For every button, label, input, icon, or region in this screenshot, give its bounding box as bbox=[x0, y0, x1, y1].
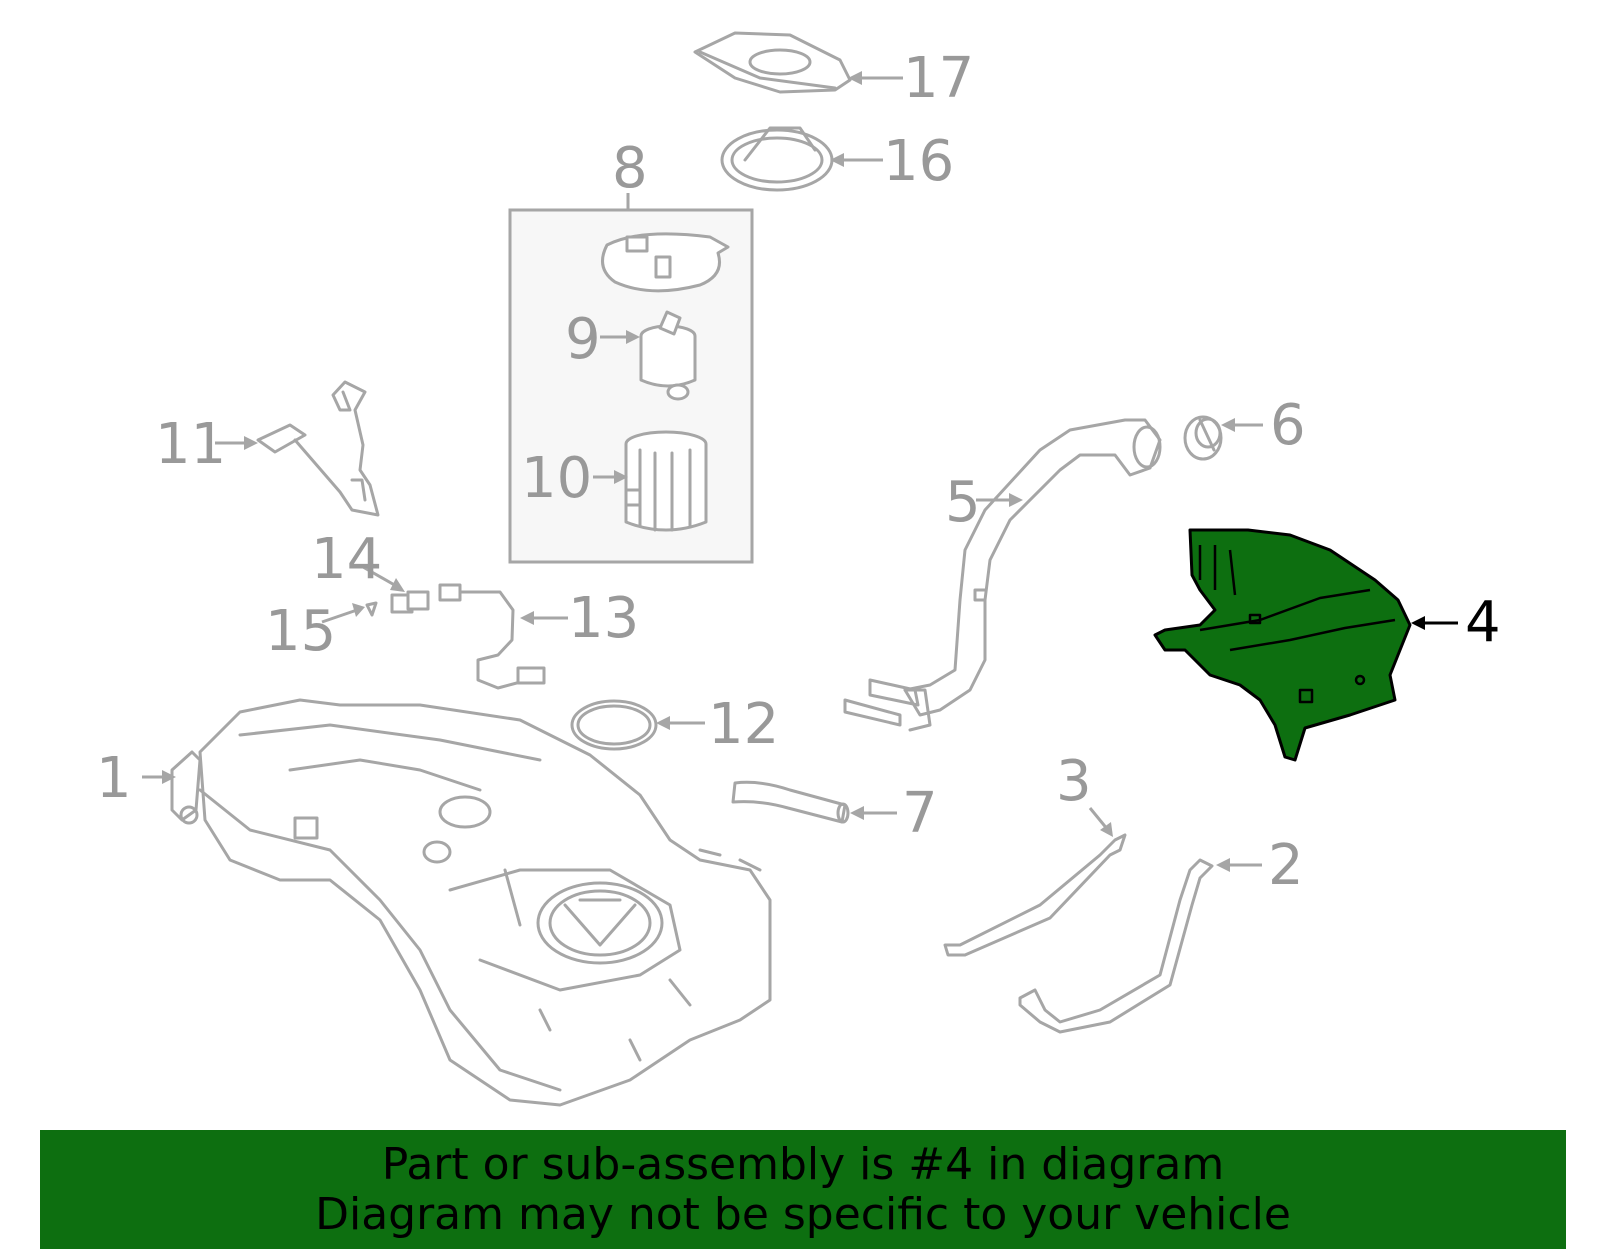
callout-3: 3 bbox=[1056, 749, 1092, 814]
part-3-strap[interactable] bbox=[943, 833, 1127, 957]
part-6-cap[interactable] bbox=[1183, 415, 1223, 461]
callout-2: 2 bbox=[1268, 833, 1304, 898]
part-9-pump[interactable] bbox=[639, 310, 697, 401]
part-10-reservoir[interactable] bbox=[624, 430, 708, 532]
callout-17: 17 bbox=[903, 46, 974, 111]
part-12-o-ring[interactable] bbox=[570, 699, 658, 751]
callout-5: 5 bbox=[945, 470, 981, 535]
part-8-flange[interactable] bbox=[601, 232, 730, 293]
part-17-plate[interactable] bbox=[693, 31, 852, 94]
banner-line-1: Part or sub-assembly is #4 in diagram bbox=[381, 1139, 1225, 1190]
part-7-hose[interactable] bbox=[731, 780, 850, 824]
callout-10: 10 bbox=[521, 446, 592, 511]
part-11-sender[interactable] bbox=[256, 380, 380, 517]
part-16-lock-ring[interactable] bbox=[720, 126, 834, 192]
part-13-harness[interactable] bbox=[438, 583, 546, 690]
part-2-strap[interactable] bbox=[1018, 858, 1214, 1034]
callout-13: 13 bbox=[568, 586, 639, 651]
part-15-clip[interactable] bbox=[365, 601, 378, 617]
callout-7: 7 bbox=[902, 781, 938, 846]
callout-1: 1 bbox=[96, 746, 132, 811]
callout-11: 11 bbox=[155, 412, 226, 477]
callout-6: 6 bbox=[1270, 393, 1306, 458]
part-5-filler-neck[interactable] bbox=[843, 418, 1162, 732]
callout-4: 4 bbox=[1465, 590, 1501, 655]
callout-16: 16 bbox=[883, 129, 954, 194]
callout-8: 8 bbox=[612, 136, 648, 201]
banner-line-2: Diagram may not be specific to your vehi… bbox=[315, 1189, 1291, 1240]
callout-15: 15 bbox=[265, 599, 336, 664]
part-4-heat-shield[interactable] bbox=[1153, 528, 1412, 762]
info-banner: Part or sub-assembly is #4 in diagram Di… bbox=[40, 1130, 1566, 1249]
callout-14: 14 bbox=[311, 527, 382, 592]
part-1-fuel-tank[interactable] bbox=[170, 698, 772, 1107]
callout-9: 9 bbox=[565, 307, 601, 372]
callout-12: 12 bbox=[708, 692, 779, 757]
part-14-connector[interactable] bbox=[390, 590, 430, 614]
